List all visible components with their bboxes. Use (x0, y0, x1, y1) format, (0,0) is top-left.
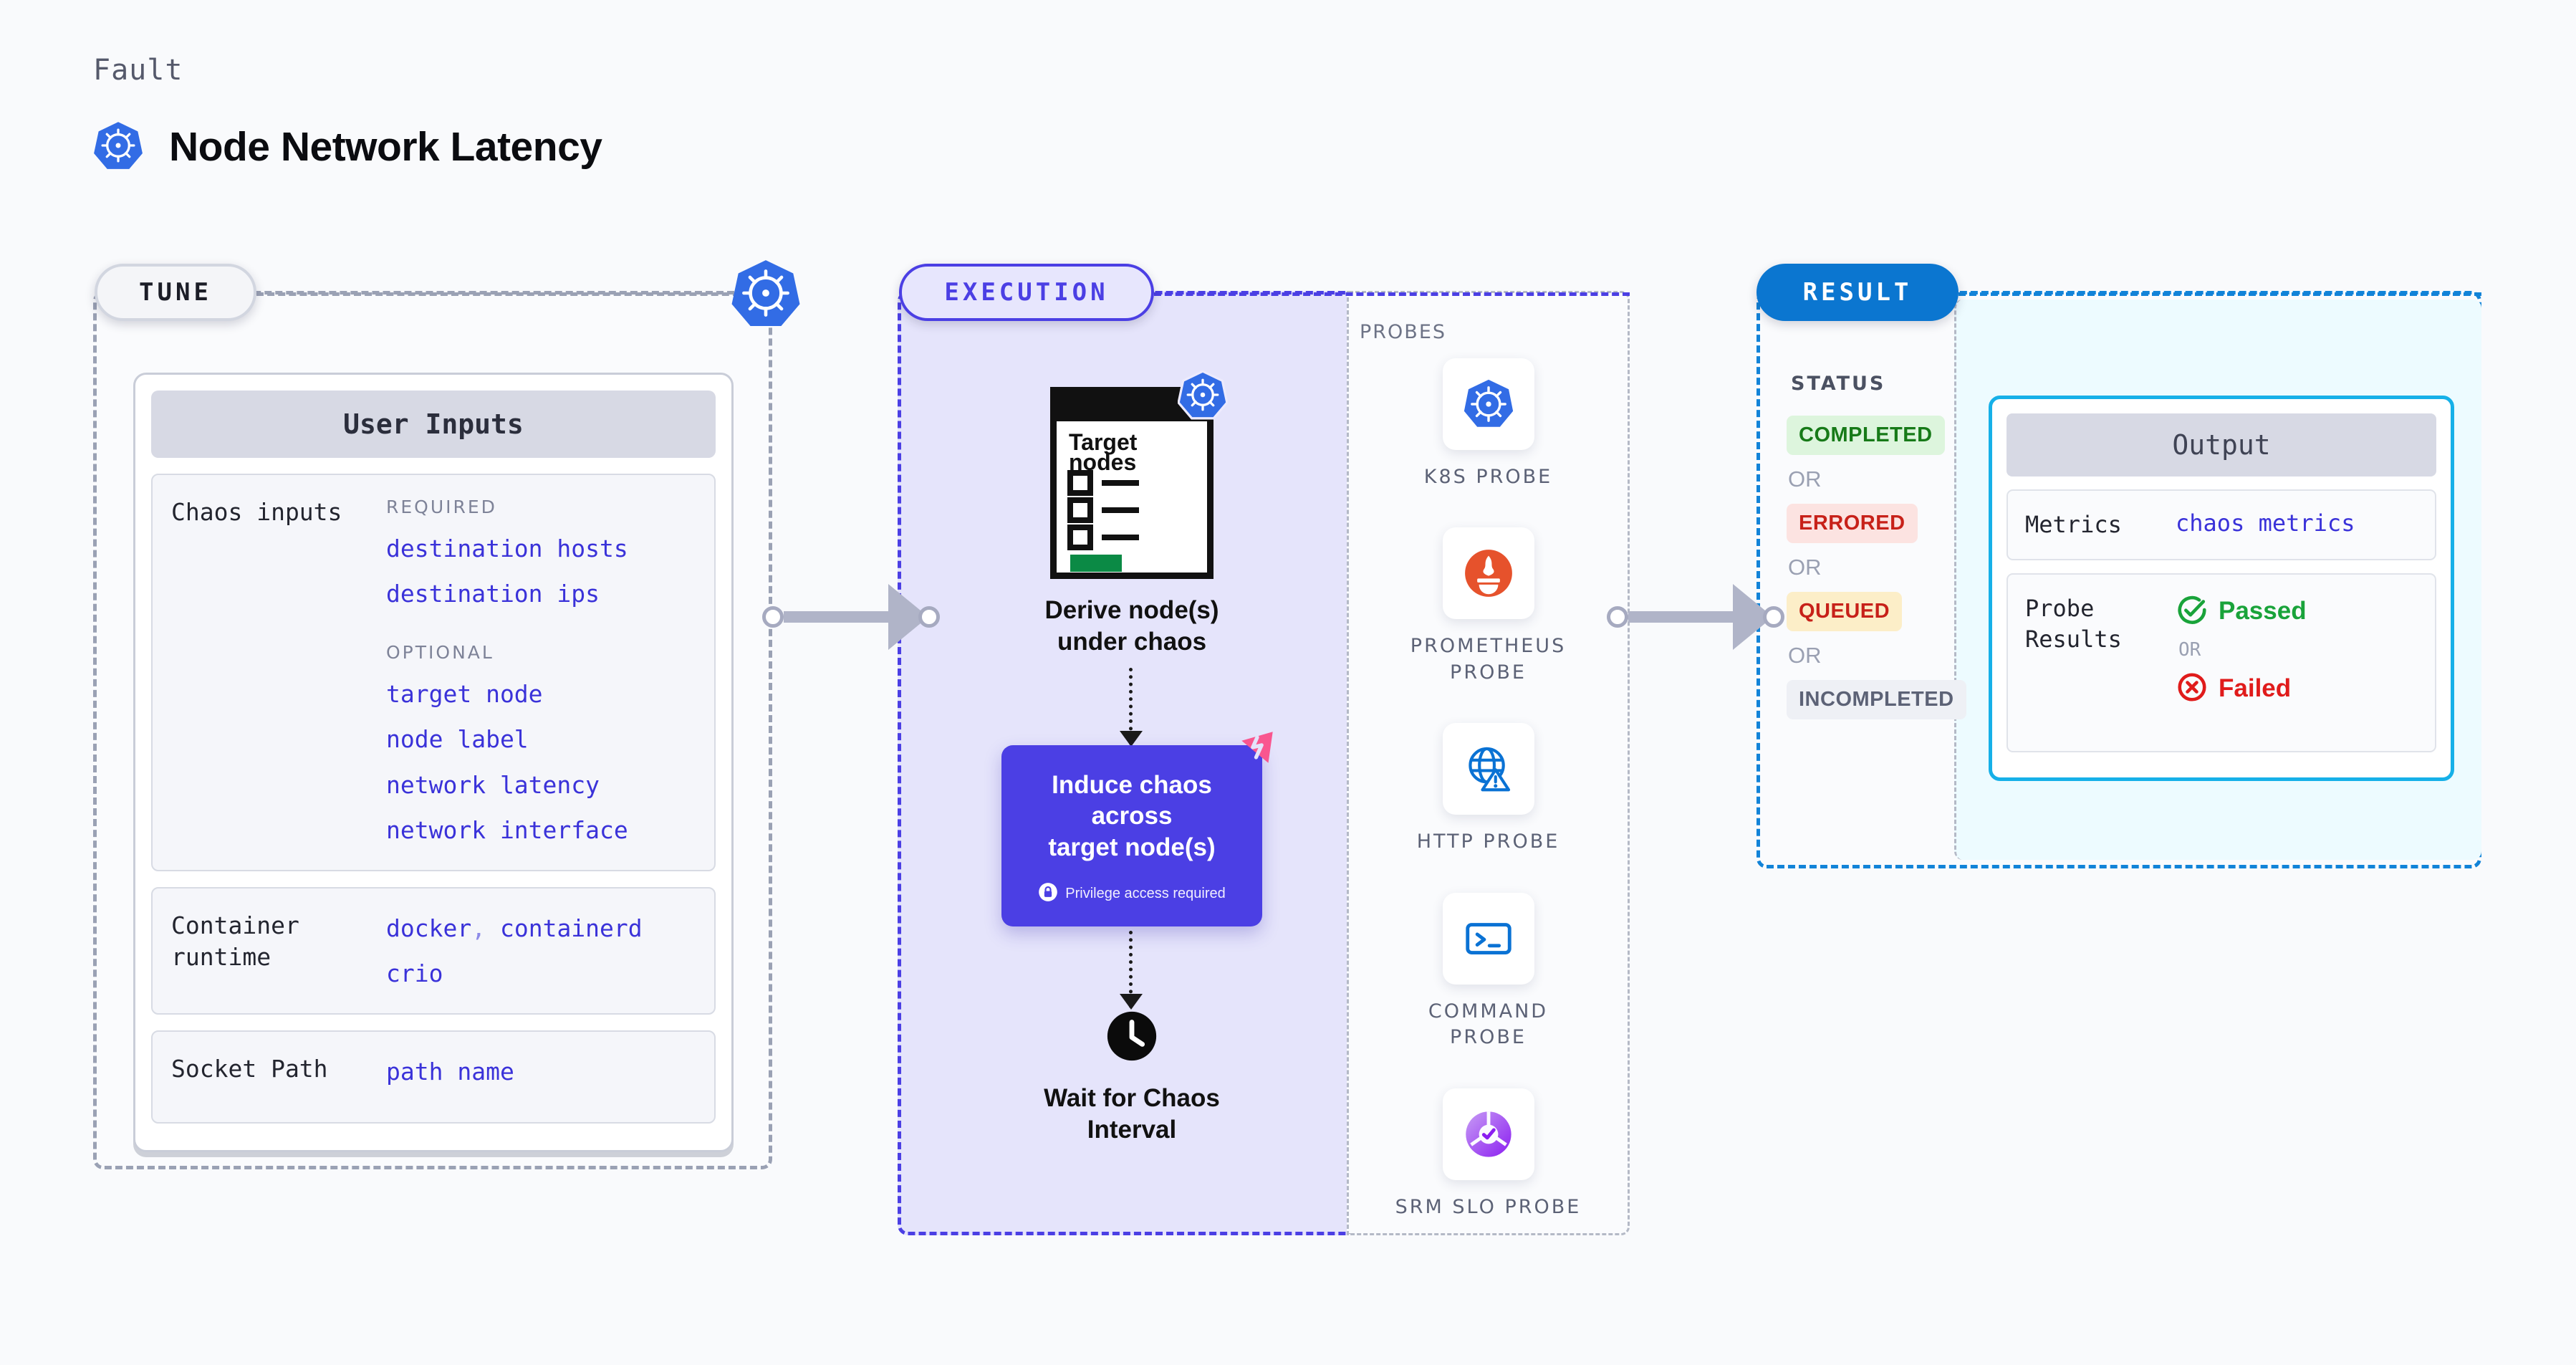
arrow-start-dot (1607, 606, 1628, 628)
derive-nodes-node: Target nodes Derive node(s) (931, 370, 1332, 658)
execution-flow: Target nodes Derive node(s) (931, 370, 1332, 1146)
probe-item-prometheus[interactable]: PROMETHEUS PROBE (1347, 527, 1630, 686)
privilege-note: Privilege access required (1020, 882, 1244, 906)
tune-connector-line (256, 292, 751, 296)
status-badge-queued: QUEUED (1787, 592, 1903, 631)
probe-result-passed: Passed (2176, 593, 2418, 629)
metrics-label: Metrics (2025, 511, 2122, 538)
clock-icon (1104, 1008, 1160, 1067)
status-or-1: OR (1788, 466, 1822, 492)
connector-arrow-tune-to-execution (762, 584, 940, 650)
user-inputs-card: User Inputs Chaos inputs REQUIRED destin… (133, 373, 734, 1152)
socket-path-row: Socket Path path name (151, 1030, 716, 1124)
chaos-inputs-label: Chaos inputs (171, 498, 342, 526)
output-title: Output (2007, 413, 2436, 476)
fault-kicker: Fault (93, 54, 183, 87)
kubernetes-icon (1177, 370, 1229, 423)
srm-slo-icon (1442, 1088, 1534, 1180)
container-runtime-values-line-1[interactable]: docker, containerd (386, 910, 696, 947)
probe-label: COMMAND PROBE (1428, 1000, 1549, 1049)
metrics-value[interactable]: chaos metrics (2176, 509, 2355, 537)
container-runtime-label: Container runtime (171, 911, 299, 972)
flow-arrow-chaos-to-wait (1120, 930, 1143, 1010)
svg-text:nodes: nodes (1069, 449, 1136, 475)
chaos-inputs-row: Chaos inputs REQUIRED destination hosts … (151, 474, 716, 871)
kubernetes-icon (1442, 358, 1534, 450)
kubernetes-icon (731, 258, 801, 331)
check-circle-icon (2176, 593, 2209, 629)
input-destination-ips[interactable]: destination ips (386, 580, 600, 608)
stage-chip-result[interactable]: RESULT (1756, 264, 1959, 321)
derive-nodes-caption: Derive node(s) under chaos (1044, 596, 1219, 656)
prometheus-icon (1442, 527, 1534, 620)
arrow-end-dot (1763, 606, 1784, 628)
arrow-end-dot (918, 606, 940, 628)
input-node-label[interactable]: node label (386, 725, 529, 754)
status-section-label: STATUS (1791, 373, 1886, 395)
socket-path-label: Socket Path (171, 1055, 328, 1083)
litmus-icon (1235, 725, 1279, 772)
probe-item-command[interactable]: COMMAND PROBE (1347, 892, 1630, 1051)
input-network-interface[interactable]: network interface (386, 815, 628, 844)
arrow-shaft (784, 611, 891, 623)
probe-label: HTTP PROBE (1416, 830, 1560, 853)
svg-text:Target: Target (1069, 429, 1138, 455)
probe-item-k8s[interactable]: K8S PROBE (1347, 358, 1630, 490)
probe-result-or: OR (2178, 639, 2201, 661)
probe-label: PROMETHEUS PROBE (1410, 635, 1567, 684)
wait-interval-node: Wait for Chaos Interval (931, 1008, 1332, 1146)
execution-connector-line (1154, 292, 1630, 296)
runtime-separator: , (471, 914, 486, 942)
x-circle-icon (2176, 671, 2209, 707)
induce-chaos-title: Induce chaos across target node(s) (1048, 770, 1216, 862)
induce-chaos-node[interactable]: Induce chaos across target node(s) Privi… (1001, 731, 1273, 926)
probes-section-label: PROBES (1360, 321, 1447, 343)
connector-arrow-execution-to-result (1607, 584, 1784, 650)
terminal-icon (1442, 892, 1534, 985)
lock-icon (1038, 882, 1058, 906)
probe-result-failed: Failed (2176, 671, 2418, 707)
arrow-start-dot (762, 606, 784, 628)
page-title-row: Node Network Latency (93, 120, 602, 173)
stage-chip-execution[interactable]: EXECUTION (899, 264, 1154, 321)
container-runtime-row: Container runtime docker, containerd cri… (151, 886, 716, 1015)
status-or-3: OR (1788, 643, 1822, 668)
probe-label: SRM SLO PROBE (1395, 1195, 1582, 1218)
status-list: COMPLETED OR ERRORED OR QUEUED OR INCOMP… (1787, 416, 2001, 719)
arrow-shaft (1628, 611, 1736, 623)
result-connector-line (1959, 292, 2481, 296)
probe-item-srm-slo[interactable]: SRM SLO PROBE (1347, 1088, 1630, 1220)
runtime-docker[interactable]: docker (386, 914, 472, 942)
input-target-node[interactable]: target node (386, 680, 543, 709)
probe-label: K8S PROBE (1423, 466, 1553, 488)
input-network-latency[interactable]: network latency (386, 770, 600, 799)
status-badge-completed: COMPLETED (1787, 416, 1945, 455)
runtime-crio[interactable]: crio (386, 959, 443, 987)
status-or-2: OR (1788, 555, 1822, 580)
probe-item-http[interactable]: HTTP PROBE (1347, 723, 1630, 855)
socket-path-value[interactable]: path name (386, 1058, 514, 1086)
probes-list: K8S PROBE PROMETHEUS PROBE (1347, 358, 1630, 1258)
runtime-containerd[interactable]: containerd (499, 914, 643, 942)
status-badge-errored: ERRORED (1787, 504, 1918, 543)
http-globe-warning-icon (1442, 723, 1534, 815)
kubernetes-icon (93, 120, 143, 173)
target-nodes-document-icon: Target nodes (1049, 370, 1229, 580)
wait-interval-caption: Wait for Chaos Interval (1044, 1083, 1220, 1144)
user-inputs-title: User Inputs (151, 391, 716, 458)
status-badge-incompleted: INCOMPLETED (1787, 680, 1966, 719)
metrics-row: Metrics chaos metrics (2007, 489, 2436, 561)
required-group-label: REQUIRED (386, 497, 497, 517)
page-title: Node Network Latency (169, 124, 602, 170)
stage-chip-tune[interactable]: TUNE (95, 264, 256, 321)
flow-arrow-derive-to-chaos (1120, 667, 1143, 747)
input-destination-hosts[interactable]: destination hosts (386, 535, 628, 562)
optional-group-label: OPTIONAL (386, 642, 494, 664)
